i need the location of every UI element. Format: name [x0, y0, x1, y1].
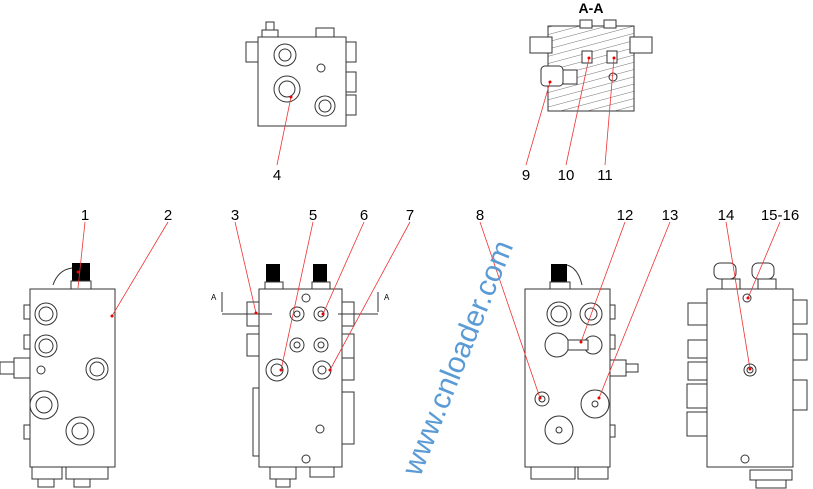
- side-view: [686, 262, 808, 489]
- section-label: A-A: [579, 0, 604, 16]
- front-view-2: A A: [211, 264, 390, 488]
- front-view-1: [0, 263, 116, 488]
- callout-11: 11: [597, 167, 613, 184]
- callout-9: 9: [522, 167, 530, 184]
- callout-10: 10: [558, 167, 575, 184]
- callout-13: 13: [662, 207, 679, 224]
- callout-7: 7: [406, 207, 414, 224]
- watermark: www.cnloader.com: [395, 236, 520, 481]
- callout-12: 12: [617, 207, 634, 224]
- callout-15-16: 15-16: [761, 207, 799, 224]
- top-view: [245, 21, 357, 127]
- callout-2: 2: [164, 207, 172, 224]
- section-mark-left: A: [211, 293, 217, 302]
- callout-14: 14: [718, 207, 735, 224]
- callout-3: 3: [231, 207, 239, 224]
- callout-6: 6: [360, 207, 368, 224]
- callout-4: 4: [273, 167, 281, 184]
- callout-1: 1: [81, 207, 89, 224]
- section-mark-right: A: [384, 293, 390, 302]
- callout-8: 8: [476, 207, 484, 224]
- rear-view: [524, 264, 639, 480]
- callout-5: 5: [309, 207, 317, 224]
- section-view: [529, 19, 653, 112]
